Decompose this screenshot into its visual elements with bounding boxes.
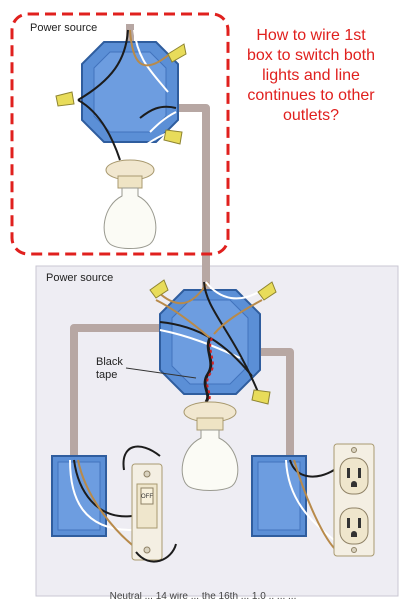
switch-state-label: OFF xyxy=(141,494,153,500)
wire-nut-icon xyxy=(257,281,277,301)
wire-nut-icon xyxy=(163,129,183,145)
wire-nut-icon xyxy=(167,43,187,63)
electrical-outlet xyxy=(333,443,375,557)
switch-box xyxy=(51,455,137,549)
wiring-question: How to wire 1st box to switch both light… xyxy=(246,27,376,124)
lower-junction-box xyxy=(149,279,277,405)
outlet-box xyxy=(251,455,339,553)
lower-light-fixture xyxy=(181,401,239,491)
highlight-box xyxy=(10,12,230,256)
power-source-label-bottom: Power source xyxy=(46,272,114,284)
light-switch: OFF xyxy=(122,445,177,563)
power-source-label-top: Power source xyxy=(30,22,98,34)
upper-light-fixture xyxy=(103,159,157,249)
lightbulb-icon xyxy=(181,429,239,491)
upper-junction-box xyxy=(55,29,187,163)
black-tape-label: Black tape xyxy=(96,356,123,381)
wire-nut-icon xyxy=(251,389,271,405)
wire-nut-icon xyxy=(149,279,169,299)
lightbulb-icon xyxy=(103,187,157,249)
wire-nut-icon xyxy=(55,91,75,107)
black-tape-pointer xyxy=(125,367,197,379)
figure-caption: Neutral ... 14 wire ... the 16th ... 1.0… xyxy=(109,592,297,600)
